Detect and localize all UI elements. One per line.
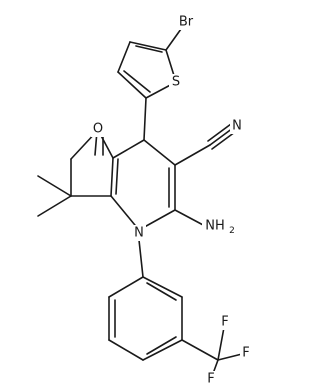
bond (207, 123, 232, 142)
bond-lines (37, 21, 247, 380)
atom-label-s: S (172, 75, 180, 90)
bond (123, 70, 151, 93)
bond (129, 41, 167, 51)
atom-label-f-bottom: F (207, 372, 214, 387)
atom-labels: Br S O N N NH 2 F F F (91, 14, 252, 387)
bond (117, 71, 147, 99)
bond (142, 339, 183, 361)
bond (138, 239, 144, 278)
bond (174, 144, 211, 166)
bond (174, 209, 206, 227)
bond (143, 97, 147, 141)
atom-label-f-top: F (221, 315, 228, 330)
atom-label-nh2: NH (205, 219, 225, 234)
bond (117, 41, 131, 73)
bond (108, 339, 144, 361)
bond (37, 195, 72, 217)
bond (110, 195, 140, 231)
bond (112, 139, 145, 159)
atom-label-n-nitrile: N (232, 119, 242, 134)
atom-label-o: O (93, 122, 103, 137)
bond (143, 139, 176, 166)
bond (181, 339, 219, 361)
bond (209, 127, 234, 146)
atom-label-n-ring: N (134, 226, 144, 241)
bond (115, 158, 119, 195)
atom-label-br: Br (179, 15, 194, 30)
bond (37, 175, 72, 197)
bond (142, 276, 183, 298)
bond (211, 131, 236, 150)
bond (135, 45, 163, 53)
bond (146, 282, 177, 301)
bond (146, 336, 177, 355)
atom-label-nh2-subscript: 2 (229, 226, 235, 236)
chemical-structure-diagram: Br S O N N NH 2 F F F (37, 14, 252, 387)
bond (108, 276, 144, 298)
atom-label-f-right: F (242, 346, 249, 361)
bond (110, 157, 114, 197)
